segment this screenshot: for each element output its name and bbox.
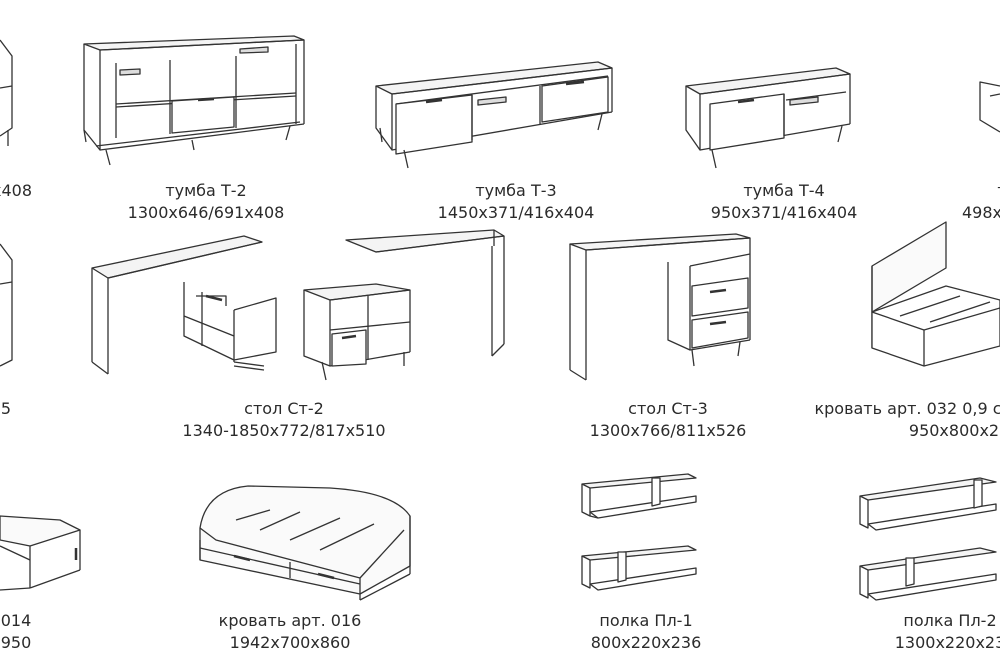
item-name: тумба Т-3 <box>475 181 557 200</box>
drawing-cabinet-partial-right <box>980 82 1000 132</box>
caption-bed-014: 014 950 <box>1 610 32 654</box>
item-name: стол Ст-3 <box>628 399 708 418</box>
item-size: 5 <box>0 399 12 418</box>
caption-bed-016: кровать арт. 016 1942x700x860 <box>219 610 362 654</box>
item-name: кровать арт. 032 0,9 с <box>814 399 1000 418</box>
item-size: 1942x700x860 <box>229 633 351 652</box>
item-size: 950 <box>0 633 32 652</box>
drawing-tumba-t2 <box>84 36 304 165</box>
caption-bed-032: кровать арт. 032 0,9 с 950x800x2 <box>814 398 1000 442</box>
item-name: тумба Т-4 <box>743 181 825 200</box>
caption-tumba-t2: тумба Т-2 1300x646/691x408 <box>128 180 285 224</box>
drawing-tumba-t3 <box>376 62 612 168</box>
item-size: 1300x220x23 <box>894 633 1000 652</box>
caption-stol-st2: стол Ст-2 1340-1850x772/817x510 <box>182 398 385 442</box>
drawing-bed-016 <box>200 486 410 600</box>
caption-item-1: x408 <box>0 180 32 202</box>
item-name: кровать арт. 016 <box>218 611 362 630</box>
item-name: т <box>957 180 1000 202</box>
caption-tumba-t3: тумба Т-3 1450x371/416x404 <box>438 180 595 224</box>
item-size: 1300x766/811x526 <box>589 421 747 440</box>
item-size: 1300x646/691x408 <box>127 203 285 222</box>
item-name: тумба Т-2 <box>165 181 247 200</box>
drawing-cabinet-partial-left <box>0 40 12 146</box>
item-size: 800x220x236 <box>590 633 702 652</box>
drawing-partial-left-row2 <box>0 244 12 366</box>
drawing-bed-032 <box>872 222 1000 366</box>
item-size: x408 <box>0 181 33 200</box>
item-name: полка Пл-2 <box>903 611 997 630</box>
caption-shelf-pl1: полка Пл-1 800x220x236 <box>591 610 702 654</box>
drawing-stol-st3 <box>570 234 750 380</box>
item-size: 950x371/416x404 <box>710 203 858 222</box>
drawing-shelf-pl2 <box>860 478 996 600</box>
item-name: стол Ст-2 <box>244 399 324 418</box>
caption-shelf-pl2: полка Пл-2 1300x220x23 <box>895 610 1000 654</box>
item-name: полка Пл-1 <box>599 611 693 630</box>
item-size: 950x800x2 <box>908 421 1000 440</box>
caption-item-6: 5 <box>1 398 11 420</box>
item-size: 1450x371/416x404 <box>437 203 595 222</box>
item-size: 1340-1850x772/817x510 <box>182 421 386 440</box>
drawing-bed-014 <box>0 516 80 590</box>
caption-stol-st3: стол Ст-3 1300x766/811x526 <box>590 398 747 442</box>
drawing-shelf-pl1 <box>582 474 696 590</box>
drawing-stol-st2-desk <box>92 236 276 374</box>
drawing-tumba-t4 <box>686 68 850 168</box>
item-name: 014 <box>0 611 32 630</box>
caption-item-5: т 498x <box>957 180 1000 224</box>
caption-tumba-t4: тумба Т-4 950x371/416x404 <box>711 180 857 224</box>
item-size: 498x <box>961 203 1000 222</box>
drawing-stol-st2-cabinet <box>304 230 504 380</box>
